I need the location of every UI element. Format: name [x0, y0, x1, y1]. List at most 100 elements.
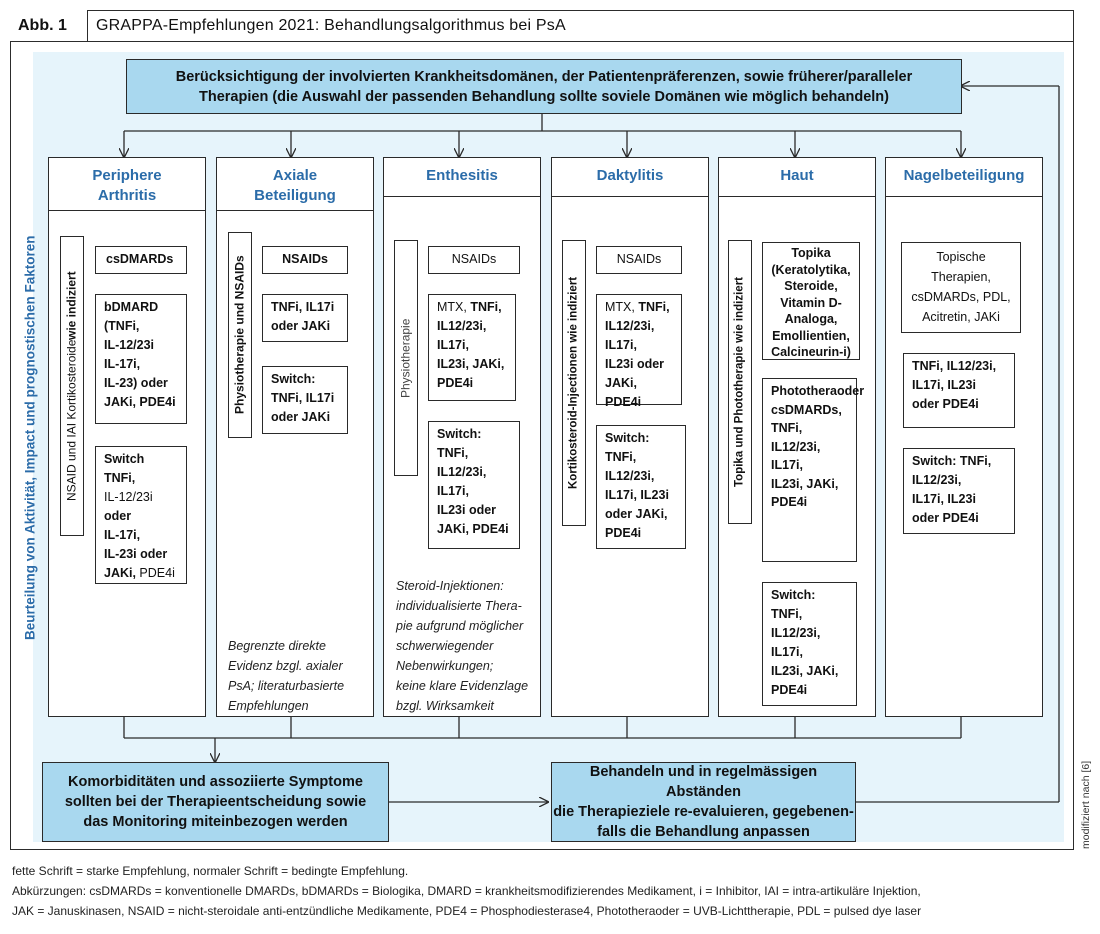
- line: IL17i, IL23i: [605, 488, 669, 502]
- column-title-peripheral: Periphere Arthritis: [48, 166, 206, 206]
- step-tnfi-nail: TNFi, IL12/23i, IL17i, IL23i oder PDE4i: [903, 353, 1015, 428]
- line: Switch:: [771, 588, 816, 602]
- line: IL23i oder: [437, 503, 497, 517]
- line: Phototheraoder: [771, 384, 865, 398]
- box-behandeln-reevaluieren: Behandeln und in regelmässigen Abständen…: [551, 762, 856, 842]
- step-nsaids-dactylitis: NSAIDs: [596, 246, 682, 274]
- line: bzgl. Wirksamkeit: [396, 699, 494, 713]
- line: Steroid-Injektionen:: [396, 579, 504, 593]
- line: PDE4i: [437, 376, 474, 390]
- step-nsaids-enthesitis: NSAIDs: [428, 246, 520, 274]
- line: oder PDE4i: [912, 397, 979, 411]
- side-text-normal: NSAID und IAI Kortikosteroide: [64, 339, 79, 502]
- line: TNFi,: [771, 421, 803, 435]
- line: (TNFi,: [104, 319, 140, 333]
- line: TNFi,: [605, 450, 637, 464]
- line: Behandeln und in regelmässigen Abständen: [589, 764, 818, 800]
- line: IL23i, JAKi,: [437, 357, 505, 371]
- column-title-nail: Nagelbeteiligung: [903, 167, 1025, 184]
- line: PDE4i: [771, 683, 808, 697]
- step-switch-enthesitis: Switch: TNFi, IL12/23i, IL17i, IL23i ode…: [428, 421, 520, 549]
- line: individualisierte Thera-: [396, 599, 522, 613]
- line: IL23i, JAKi,: [771, 476, 839, 491]
- line: Analoga,: [784, 312, 838, 326]
- line: oder PDE4i: [912, 511, 979, 525]
- footnote-abbreviations-1: Abkürzungen: csDMARDs = konventionelle D…: [12, 884, 921, 898]
- line: oder JAKi,: [605, 507, 668, 521]
- line: IL12/23i,: [437, 319, 487, 333]
- line: keine klare Evidenzlage: [396, 679, 529, 693]
- line: TNFi,: [470, 300, 502, 314]
- line: Calcineurin-i): [771, 345, 851, 359]
- top-box-line-1: Berücksichtigung der involvierten Krankh…: [175, 68, 913, 85]
- box-komorbiditaeten: Komorbiditäten und assoziierte Symptome …: [42, 762, 389, 842]
- line: Nebenwirkungen;: [396, 659, 494, 673]
- line: IL17i, IL23i: [912, 378, 976, 392]
- column-title-divider: [718, 196, 876, 197]
- line: JAKi, PDE4i: [437, 522, 509, 536]
- step-switch-dactylitis: Switch: TNFi, IL12/23i, IL17i, IL23i ode…: [596, 425, 686, 549]
- line: Topische: [936, 250, 986, 264]
- column-title-divider: [885, 196, 1043, 197]
- line: Begrenzte direkte: [228, 639, 326, 653]
- line: IL17i,: [437, 484, 469, 498]
- column-title-divider: [216, 210, 374, 211]
- footnote-legend: fette Schrift = starke Empfehlung, norma…: [12, 864, 409, 878]
- line: IL12/23i,: [912, 473, 962, 487]
- figure-label: Abb. 1: [10, 10, 88, 42]
- step-switch-peripheral: Switch TNFi, IL-12/23i oder IL-17i, IL-2…: [95, 446, 187, 584]
- credit-modifiziert: modifiziert nach [6]: [1080, 760, 1092, 850]
- column-title-divider: [383, 196, 541, 197]
- side-box-topika-phototherapie: Topika und Phototherapie wie indiziert: [728, 240, 752, 524]
- step-switch-nail: Switch: TNFi, IL12/23i, IL17i, IL23i ode…: [903, 448, 1015, 534]
- line: das Monitoring miteinbezogen werden: [83, 814, 348, 830]
- line: IL12/23i,: [605, 319, 655, 333]
- line: Switch:: [605, 431, 650, 445]
- line: IL17i,: [437, 338, 469, 352]
- line: TNFi,: [771, 607, 803, 621]
- line: IL17i,: [771, 458, 803, 472]
- side-box-physio-nsaids: Physiotherapie und NSAIDs: [228, 232, 252, 438]
- line: schwerwiegender: [396, 639, 494, 653]
- line: pie aufgrund möglicher: [396, 619, 524, 633]
- line: IL23i oder: [605, 357, 665, 371]
- figure-title: GRAPPA-Empfehlungen 2021: Behandlungsalg…: [88, 10, 1074, 42]
- line: Therapien,: [931, 270, 991, 284]
- line: csDMARDs,: [771, 402, 842, 417]
- line: oder JAKi: [271, 319, 331, 333]
- line: JAKi,: [104, 566, 136, 580]
- line: Evidenz bzgl. axialer: [228, 659, 343, 673]
- line: IL12/23i,: [771, 626, 821, 640]
- top-box-line-2: Therapien (die Auswahl der passenden Beh…: [199, 88, 889, 105]
- line: IL12/23i,: [605, 469, 655, 483]
- column-title-axial: Axiale Beteiligung: [216, 166, 374, 206]
- line: Vitamin D-: [780, 295, 842, 310]
- line: Komorbiditäten und assoziierte Symptome: [68, 774, 363, 790]
- line: PsA; literaturbasierte: [228, 679, 345, 693]
- line: Switch:: [437, 427, 482, 441]
- side-label-assessment: Beurteilung von Aktivität, Impact und pr…: [22, 235, 38, 641]
- line: (Keratolytika,: [771, 262, 851, 277]
- line: MTX,: [605, 300, 639, 314]
- line: PDE4i: [771, 495, 808, 509]
- title-line-1: Periphere: [92, 167, 162, 184]
- line: PDE4i: [135, 566, 175, 580]
- line: IL-12/23i: [104, 490, 153, 504]
- step-mtx-dactylitis: MTX, TNFi, IL12/23i, IL17i, IL23i oder J…: [596, 294, 682, 409]
- line: IL-17i,: [104, 357, 141, 371]
- line: IL23i, JAKi,: [771, 664, 839, 678]
- line: TNFi,: [437, 446, 469, 460]
- line: IL-23i oder: [104, 547, 168, 561]
- title-line-2: Beteiligung: [254, 187, 336, 204]
- line: MTX,: [437, 300, 471, 314]
- line: Switch: [104, 452, 145, 466]
- line: TNFi,: [104, 471, 136, 485]
- note-axial: Begrenzte direkte Evidenz bzgl. axialer …: [228, 636, 370, 716]
- line: Topika: [791, 246, 831, 260]
- line: IL17i,: [771, 645, 803, 659]
- note-enthesitis: Steroid-Injektionen: individualisierte T…: [396, 576, 542, 716]
- line: sollten bei der Therapieentscheidung sow…: [64, 794, 367, 810]
- line: Steroide,: [784, 279, 838, 293]
- column-nail: [885, 157, 1043, 717]
- step-topische-therapien: Topische Therapien, csDMARDs, PDL, Acitr…: [901, 242, 1021, 333]
